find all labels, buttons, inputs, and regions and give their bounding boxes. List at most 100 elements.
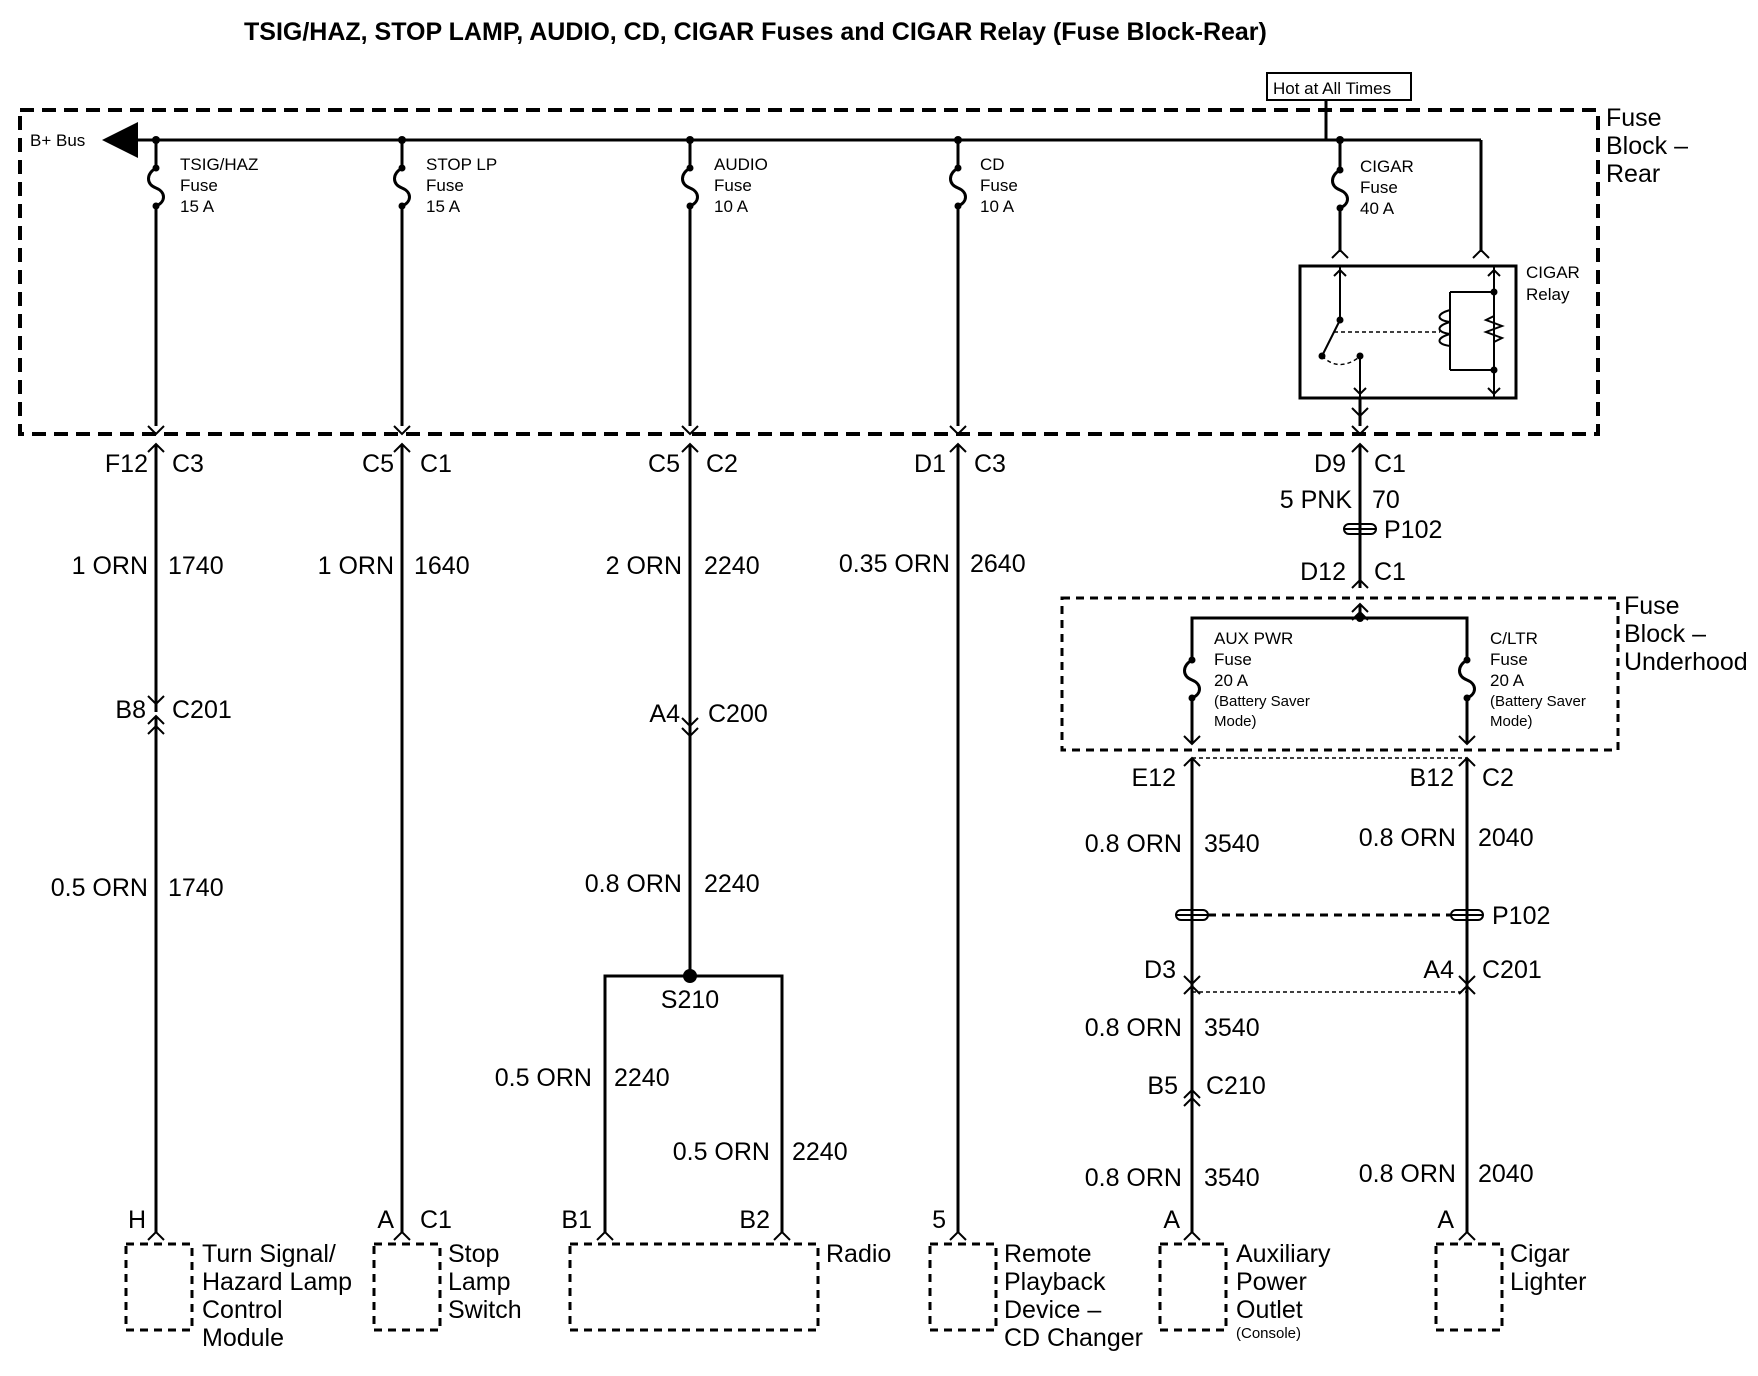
svg-text:3540: 3540 (1204, 830, 1260, 858)
svg-text:STOP LP: STOP LP (426, 155, 497, 174)
svg-text:A4: A4 (649, 700, 680, 728)
svg-text:D12: D12 (1300, 558, 1346, 586)
svg-text:H: H (128, 1206, 146, 1234)
svg-text:Fuse: Fuse (1214, 650, 1252, 669)
svg-text:E12: E12 (1132, 764, 1176, 792)
svg-text:Rear: Rear (1606, 160, 1660, 188)
svg-text:D1: D1 (914, 450, 946, 478)
svg-text:A: A (377, 1206, 394, 1234)
svg-text:Fuse: Fuse (1360, 178, 1398, 197)
svg-text:CD Changer: CD Changer (1004, 1324, 1143, 1352)
component-stop-lamp-switch: Stop Lamp Switch (372, 1240, 522, 1332)
svg-text:B1: B1 (561, 1206, 592, 1234)
svg-text:0.5 ORN: 0.5 ORN (51, 874, 148, 902)
svg-text:Radio: Radio (826, 1240, 891, 1268)
component-radio: Radio (568, 1240, 891, 1332)
circuit-tsig-haz: F12 C3 1 ORN 1740 B8 C201 0.5 ORN 1740 H (51, 442, 232, 1241)
svg-text:Outlet: Outlet (1236, 1296, 1303, 1324)
svg-text:Fuse: Fuse (1606, 104, 1662, 132)
svg-text:F12: F12 (105, 450, 148, 478)
component-aux-power-outlet: Auxiliary Power Outlet (Console) (1158, 1240, 1331, 1342)
fuse-audio: AUDIO Fuse 10 A (681, 136, 768, 436)
svg-text:3540: 3540 (1204, 1014, 1260, 1042)
svg-text:0.5 ORN: 0.5 ORN (673, 1138, 770, 1166)
svg-text:Lighter: Lighter (1510, 1268, 1586, 1296)
svg-text:C1: C1 (1374, 558, 1406, 586)
svg-text:2040: 2040 (1478, 1160, 1534, 1188)
svg-text:Module: Module (202, 1324, 284, 1352)
svg-text:1 ORN: 1 ORN (72, 552, 148, 580)
svg-text:0.5 ORN: 0.5 ORN (495, 1064, 592, 1092)
svg-text:D9: D9 (1314, 450, 1346, 478)
svg-text:Fuse: Fuse (180, 176, 218, 195)
svg-text:C1: C1 (420, 450, 452, 478)
svg-text:0.35 ORN: 0.35 ORN (839, 550, 950, 578)
svg-text:2240: 2240 (792, 1138, 848, 1166)
svg-text:Playback: Playback (1004, 1268, 1106, 1296)
svg-text:CD: CD (980, 155, 1005, 174)
svg-text:Remote: Remote (1004, 1240, 1092, 1268)
svg-text:(Battery Saver: (Battery Saver (1490, 693, 1586, 710)
fuse-aux-pwr: AUX PWR Fuse 20 A (Battery Saver Mode) (1183, 614, 1469, 746)
svg-text:Underhood: Underhood (1624, 648, 1748, 676)
svg-text:Fuse: Fuse (1624, 592, 1680, 620)
fuse-block-underhood-frame (1060, 596, 1620, 752)
svg-text:C/LTR: C/LTR (1490, 629, 1538, 648)
circuit-cigar-feed: D9 C1 5 PNK 70 P102 D12 C1 (1280, 442, 1442, 621)
svg-text:2240: 2240 (614, 1064, 670, 1092)
svg-text:D3: D3 (1144, 956, 1176, 984)
svg-text:C5: C5 (362, 450, 394, 478)
svg-text:A: A (1437, 1206, 1454, 1234)
circuit-cd: D1 C3 0.35 ORN 2640 5 (839, 442, 1026, 1241)
svg-text:(Console): (Console) (1236, 1325, 1301, 1342)
diagram-title: TSIG/HAZ, STOP LAMP, AUDIO, CD, CIGAR Fu… (244, 18, 1267, 46)
fuse-block-underhood-label: Fuse Block – Underhood (1624, 592, 1748, 676)
svg-text:2040: 2040 (1478, 824, 1534, 852)
svg-text:0.8 ORN: 0.8 ORN (1085, 830, 1182, 858)
svg-text:C201: C201 (1482, 956, 1542, 984)
svg-text:C1: C1 (1374, 450, 1406, 478)
svg-text:C201: C201 (172, 696, 232, 724)
svg-text:15 A: 15 A (180, 197, 215, 216)
hot-at-all-times-label: Hot at All Times (1266, 72, 1412, 101)
svg-text:0.8 ORN: 0.8 ORN (1085, 1164, 1182, 1192)
circuit-audio: C5 C2 2 ORN 2240 A4 C200 0.8 ORN 2240 S2… (495, 442, 848, 1241)
svg-text:70: 70 (1372, 486, 1400, 514)
component-cd-changer: Remote Playback Device – CD Changer (928, 1240, 1143, 1352)
svg-text:C2: C2 (1482, 764, 1514, 792)
fuse-cd: CD Fuse 10 A (949, 136, 1018, 436)
svg-text:Device –: Device – (1004, 1296, 1101, 1324)
svg-text:A: A (1163, 1206, 1180, 1234)
svg-text:CIGAR: CIGAR (1360, 157, 1414, 176)
svg-text:2640: 2640 (970, 550, 1026, 578)
svg-text:Hazard Lamp: Hazard Lamp (202, 1268, 352, 1296)
svg-text:B2: B2 (739, 1206, 770, 1234)
svg-text:CIGAR: CIGAR (1526, 263, 1580, 282)
svg-text:1640: 1640 (414, 552, 470, 580)
svg-text:C5: C5 (648, 450, 680, 478)
svg-text:2240: 2240 (704, 552, 760, 580)
svg-text:0.8 ORN: 0.8 ORN (1359, 1160, 1456, 1188)
svg-text:0.8 ORN: 0.8 ORN (1359, 824, 1456, 852)
svg-text:1 ORN: 1 ORN (318, 552, 394, 580)
fuse-block-rear-label: Fuse Block – Rear (1606, 104, 1688, 188)
svg-text:20 A: 20 A (1214, 671, 1249, 690)
svg-text:P102: P102 (1384, 516, 1442, 544)
svg-text:AUX PWR: AUX PWR (1214, 629, 1293, 648)
svg-text:(Battery Saver: (Battery Saver (1214, 693, 1310, 710)
circuit-aux-pwr: E12 0.8 ORN 3540 D3 0.8 ORN 3540 B5 C210… (1085, 756, 1467, 1241)
component-turn-signal-module: Turn Signal/ Hazard Lamp Control Module (124, 1240, 352, 1352)
svg-text:AUDIO: AUDIO (714, 155, 768, 174)
svg-text:Turn Signal/: Turn Signal/ (202, 1240, 336, 1268)
svg-text:Fuse: Fuse (1490, 650, 1528, 669)
circuit-c-ltr: B12 C2 0.8 ORN 2040 P102 A4 C201 0.8 ORN… (1359, 756, 1550, 1241)
svg-text:C1: C1 (420, 1206, 452, 1234)
svg-text:3540: 3540 (1204, 1164, 1260, 1192)
svg-text:Lamp: Lamp (448, 1268, 511, 1296)
svg-text:5: 5 (932, 1206, 946, 1234)
fuse-c-ltr: C/LTR Fuse 20 A (Battery Saver Mode) (1458, 629, 1586, 746)
fuse-block-rear-frame (18, 108, 1600, 436)
svg-text:Control: Control (202, 1296, 283, 1324)
svg-text:B12: B12 (1410, 764, 1454, 792)
svg-text:Fuse: Fuse (714, 176, 752, 195)
